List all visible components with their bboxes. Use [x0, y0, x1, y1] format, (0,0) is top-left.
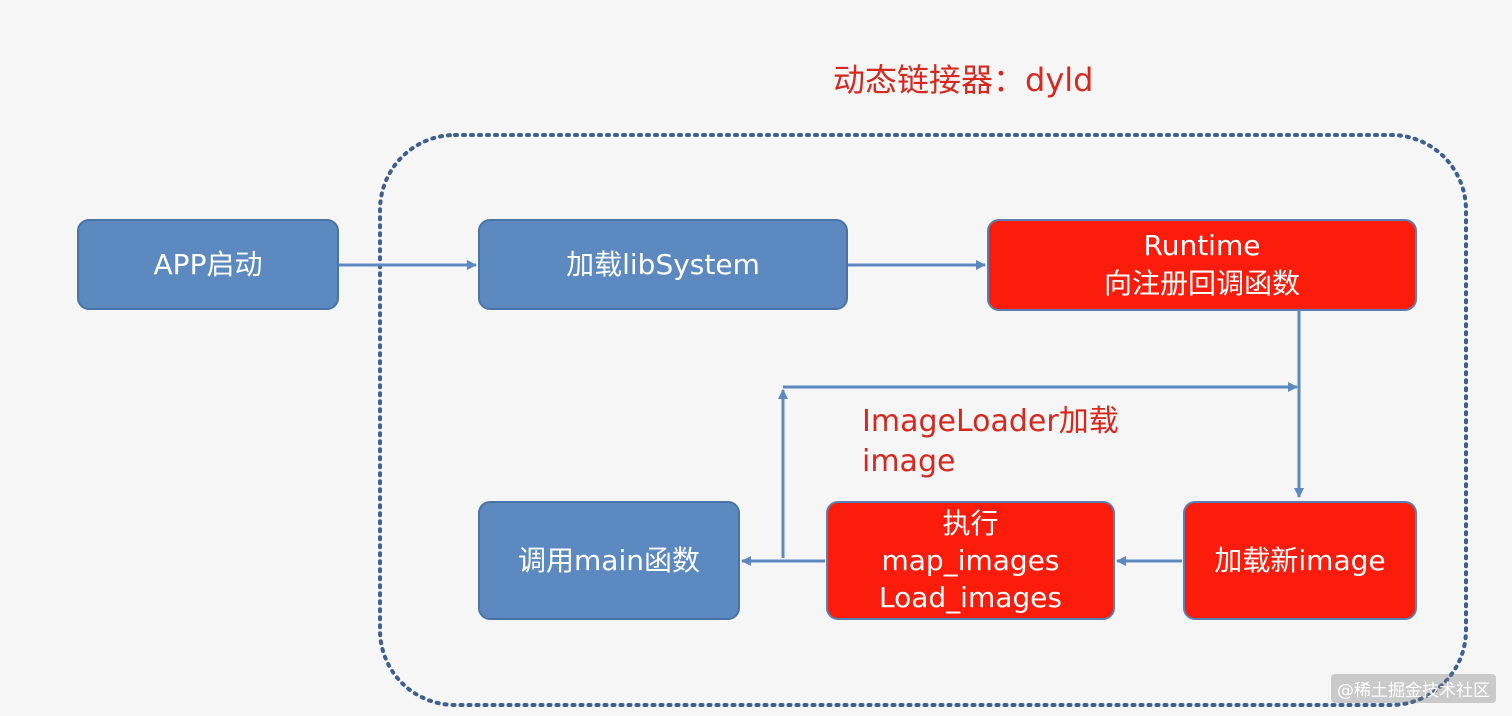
node-runtime-line1: Runtime: [1143, 229, 1261, 262]
node-load-libsystem-label: 加载libSystem: [566, 247, 760, 281]
node-exec-images: 执行 map_images Load_images: [826, 501, 1115, 620]
node-load-new-image-label: 加载新image: [1214, 543, 1386, 577]
node-runtime: Runtime 向注册回调函数: [987, 219, 1417, 311]
node-app-start-label: APP启动: [153, 247, 263, 281]
node-app-start: APP启动: [77, 219, 339, 310]
node-exec-images-line1: 执行: [942, 507, 999, 540]
dyld-title: 动态链接器：dyld: [833, 61, 1094, 99]
node-exec-images-line3: Load_images: [879, 581, 1062, 614]
imageloader-label-line2: image: [862, 444, 956, 479]
node-load-libsystem: 加载libSystem: [478, 219, 848, 310]
watermark: @稀土掘金技术社区: [1331, 674, 1496, 703]
node-call-main: 调用main函数: [478, 501, 740, 620]
node-exec-images-line2: map_images: [881, 544, 1060, 577]
node-runtime-line2: 向注册回调函数: [1103, 267, 1300, 300]
imageloader-label: ImageLoader加载 image: [862, 402, 1119, 482]
dyld-dotted-boundary: [378, 133, 1468, 707]
imageloader-label-line1: ImageLoader加载: [862, 404, 1119, 439]
node-load-new-image: 加载新image: [1183, 501, 1417, 620]
node-call-main-label: 调用main函数: [518, 543, 700, 577]
